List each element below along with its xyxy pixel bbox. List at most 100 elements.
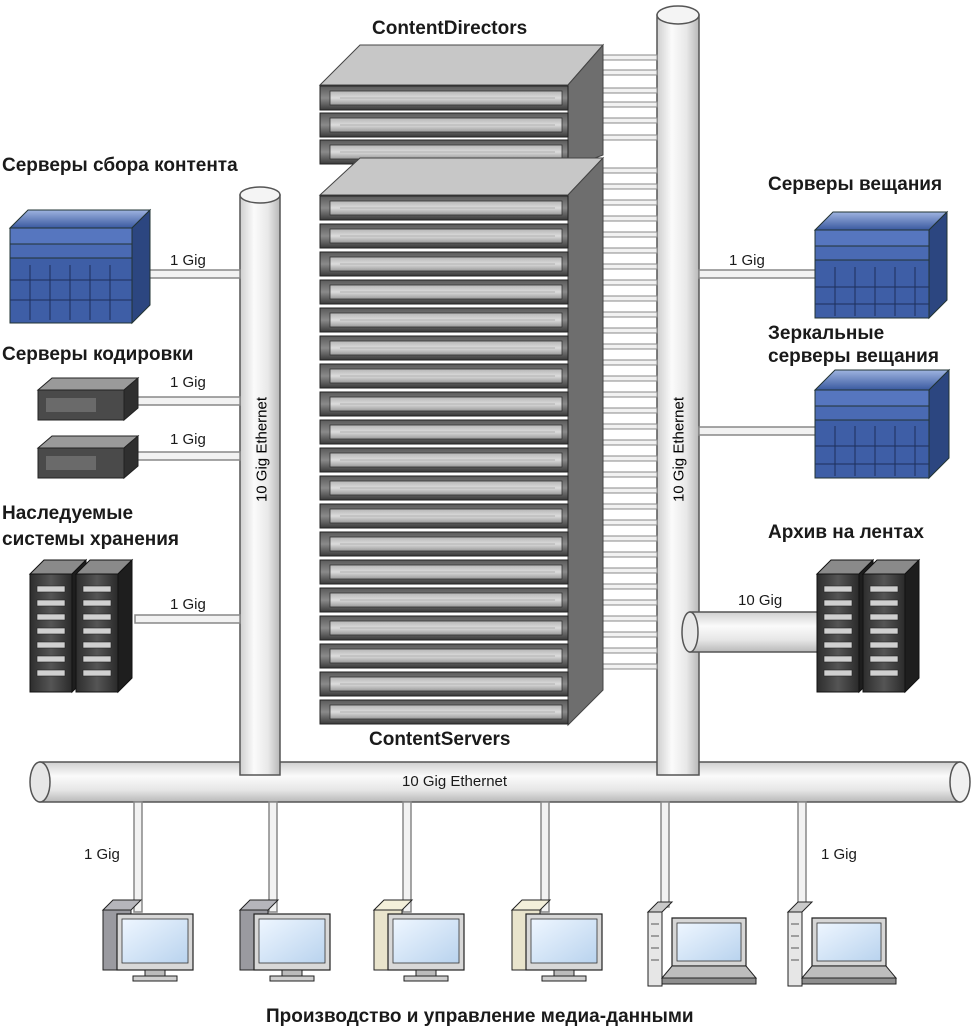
content-servers-label: ContentServers — [369, 729, 511, 750]
rack-link-line — [602, 183, 658, 190]
workstation-laptop — [786, 901, 898, 987]
rack-link-line — [602, 231, 658, 238]
broadcast-servers-label: Серверы вещания — [768, 174, 943, 195]
left-vertical-pipe — [239, 186, 281, 776]
rack-link-line — [602, 423, 658, 430]
link-label-encoding-1: 1 Gig — [170, 374, 206, 391]
rack-link-line — [602, 599, 658, 606]
rack-link-line — [602, 359, 658, 366]
backbone-label: 10 Gig Ethernet — [402, 773, 508, 790]
server-blade — [319, 391, 569, 417]
link-label-broadcast: 1 Gig — [729, 252, 765, 269]
server-blade — [319, 223, 569, 249]
server-blade — [319, 503, 569, 529]
rack-link-line — [602, 101, 658, 108]
workstation-desktop — [238, 899, 331, 982]
rack-link-line — [602, 567, 658, 574]
link-label-bottom-left: 1 Gig — [84, 846, 120, 863]
server-blade — [319, 279, 569, 305]
workstations — [101, 899, 898, 987]
rack-link-line — [602, 54, 658, 61]
production-footer-label: Производство и управление медиа-данными — [266, 1006, 694, 1027]
rack-link-line — [602, 215, 658, 222]
rack-link-line — [602, 247, 658, 254]
legacy-storage-label-line1: Наследуемые — [2, 503, 134, 524]
content-servers-rack — [318, 156, 605, 727]
left-links — [134, 269, 241, 624]
legacy-tower — [74, 558, 134, 694]
rack-link-line — [602, 375, 658, 382]
server-blade — [319, 587, 569, 613]
rack-link-line — [602, 647, 658, 654]
server-blade — [319, 335, 569, 361]
link-label-bottom-right: 1 Gig — [821, 846, 857, 863]
rack-links — [602, 54, 658, 670]
mirror-servers-label-line2: серверы вещания — [768, 346, 939, 367]
rack-link-line — [602, 134, 658, 141]
workstation-desktop — [372, 899, 465, 982]
tape-archive-icon — [815, 558, 921, 694]
rack-link-line — [602, 167, 658, 174]
server-blade — [319, 699, 569, 725]
rack-link-line — [602, 295, 658, 302]
server-blade — [319, 615, 569, 641]
workstation-desktop — [101, 899, 194, 982]
rack-link-line — [602, 519, 658, 526]
backbone-horizontal — [29, 761, 971, 803]
server-blade — [319, 363, 569, 389]
rack-link-line — [602, 391, 658, 398]
server-blade — [319, 559, 569, 585]
server-blade — [319, 475, 569, 501]
server-blade — [319, 671, 569, 697]
server-blade — [319, 195, 569, 221]
rack-link-line — [602, 583, 658, 590]
encoding-servers-label: Серверы кодировки — [2, 344, 194, 365]
link-label-archive: 10 Gig — [738, 592, 783, 609]
rack-link-line — [602, 87, 658, 94]
rack-link-line — [602, 327, 658, 334]
rack-link-line — [602, 487, 658, 494]
tape-archive-label: Архив на лентах — [768, 522, 924, 543]
server-blade — [319, 307, 569, 333]
rack-link-line — [602, 439, 658, 446]
workstation-desktop — [510, 899, 603, 982]
archive-tower — [861, 558, 921, 694]
rack-link-line — [602, 503, 658, 510]
rack-link-line — [602, 311, 658, 318]
rack-link-line — [602, 471, 658, 478]
content-directors-rack — [318, 43, 605, 169]
server-blade — [319, 643, 569, 669]
server-blade — [319, 419, 569, 445]
workstation-laptop — [646, 901, 758, 987]
rack-link-line — [602, 343, 658, 350]
rack-link-line — [602, 455, 658, 462]
left-pipe-label: 10 Gig Ethernet — [253, 396, 271, 503]
rack-link-line — [602, 279, 658, 286]
link-label-legacy: 1 Gig — [170, 596, 206, 613]
link-label-ingest: 1 Gig — [170, 252, 206, 269]
bottom-links — [133, 801, 807, 913]
rack-link-line — [602, 69, 658, 76]
rack-link-line — [602, 117, 658, 124]
rack-link-line — [602, 615, 658, 622]
right-pipe-label: 10 Gig Ethernet — [670, 396, 688, 503]
legacy-storage-label-line2: системы хранения — [2, 529, 180, 550]
server-blade — [319, 447, 569, 473]
mirror-servers-icon — [813, 368, 951, 480]
content-directors-label: ContentDirectors — [372, 18, 528, 39]
server-blade — [319, 251, 569, 277]
mirror-servers-label-line1: Зеркальные — [768, 323, 885, 344]
rack-link-line — [602, 263, 658, 270]
rack-link-line — [602, 407, 658, 414]
rack-link-line — [602, 535, 658, 542]
link-label-encoding-2: 1 Gig — [170, 431, 206, 448]
rack-link-line — [602, 663, 658, 670]
director-blade — [319, 85, 569, 111]
ingest-servers-label: Серверы сбора контента — [2, 155, 238, 176]
director-blade — [319, 112, 569, 138]
rack-link-line — [602, 631, 658, 638]
server-blade — [319, 531, 569, 557]
ingest-servers-icon — [8, 208, 152, 325]
